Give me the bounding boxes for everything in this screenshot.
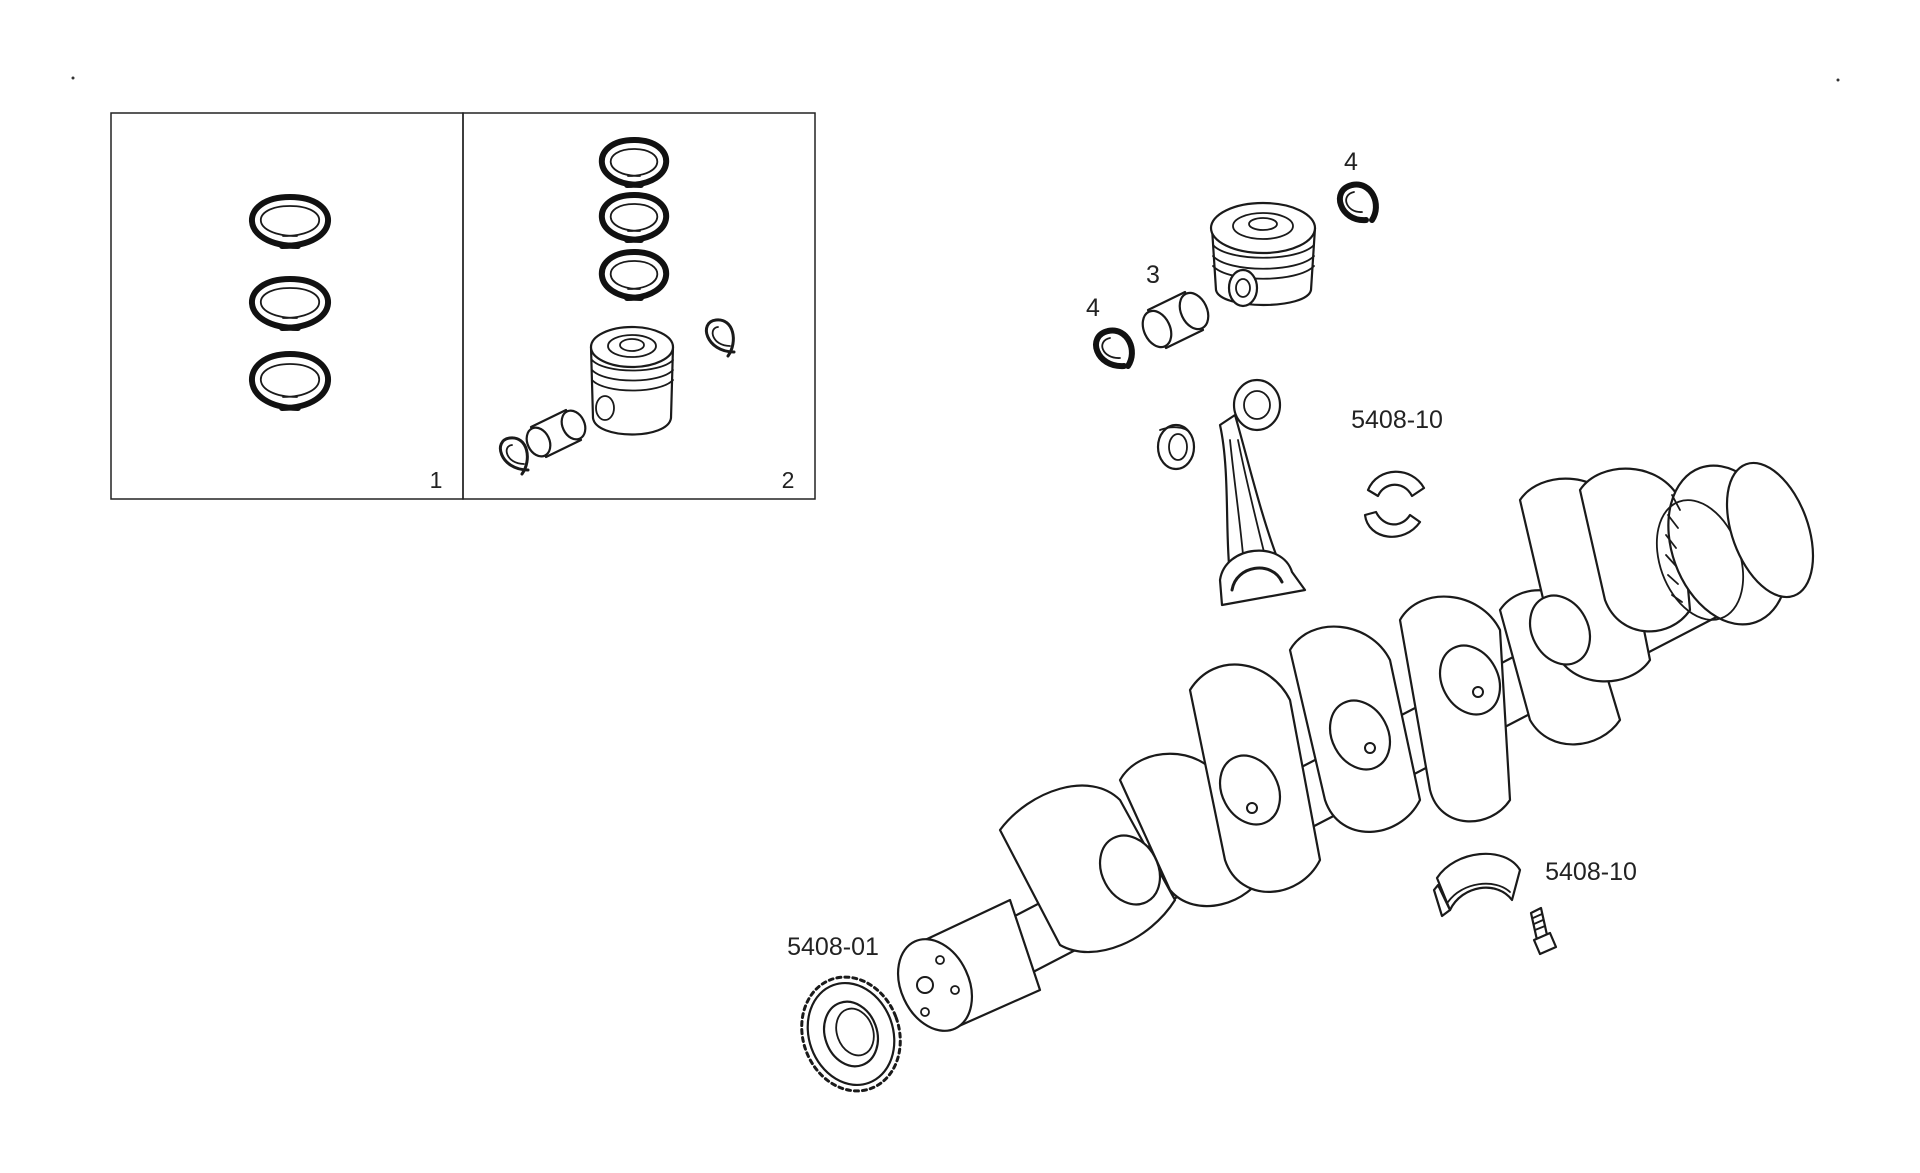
- piston: [589, 325, 675, 436]
- kit-box-1[interactable]: 1: [110, 112, 464, 500]
- piston-ring-3: [249, 350, 331, 411]
- small-end-bushing[interactable]: [1156, 423, 1196, 471]
- circlip-left: [498, 436, 530, 476]
- callout-circlip-left: 4: [1086, 294, 1100, 322]
- piston-ring-middle: [598, 191, 670, 243]
- callout-circlip-upper: 4: [1344, 148, 1358, 176]
- piston-pin: [525, 408, 587, 459]
- piston-ring-2: [249, 275, 331, 331]
- rod-bearing-shells[interactable]: [1363, 470, 1426, 538]
- main-bearing-cap[interactable]: [1432, 852, 1522, 918]
- oil-hole: [1364, 742, 1376, 754]
- callout-piston-pin: 3: [1146, 261, 1160, 289]
- connecting-rod[interactable]: [1218, 378, 1307, 607]
- piston-ring-1: [249, 193, 331, 249]
- oil-hole: [1246, 802, 1258, 814]
- oil-hole: [1472, 686, 1484, 698]
- callout-main-bearing: 5408-10: [1545, 858, 1637, 886]
- crankshaft[interactable]: [884, 449, 1830, 1043]
- crankshaft-timing-gear[interactable]: [786, 963, 916, 1105]
- kit-box-1-number: 1: [430, 467, 443, 493]
- assembly-piston-pin[interactable]: [1137, 288, 1214, 351]
- kit-box-2[interactable]: 2: [462, 112, 816, 500]
- callout-timing-gear: 5408-01: [787, 933, 879, 961]
- circlip-upper-right[interactable]: [1336, 181, 1379, 224]
- kit-box-2-number: 2: [782, 467, 795, 493]
- piston-ring-top: [598, 136, 670, 188]
- circlip-left-assembly[interactable]: [1093, 327, 1135, 370]
- circlip-right: [704, 318, 736, 358]
- piston-ring-oil: [598, 248, 670, 301]
- piston-assembly-piston[interactable]: [1209, 201, 1317, 308]
- corner-mark-left: [71, 76, 75, 80]
- callout-conrod: 5408-10: [1351, 406, 1443, 434]
- corner-mark-right: [1836, 78, 1840, 82]
- bearing-cap-bolt[interactable]: [1529, 906, 1558, 956]
